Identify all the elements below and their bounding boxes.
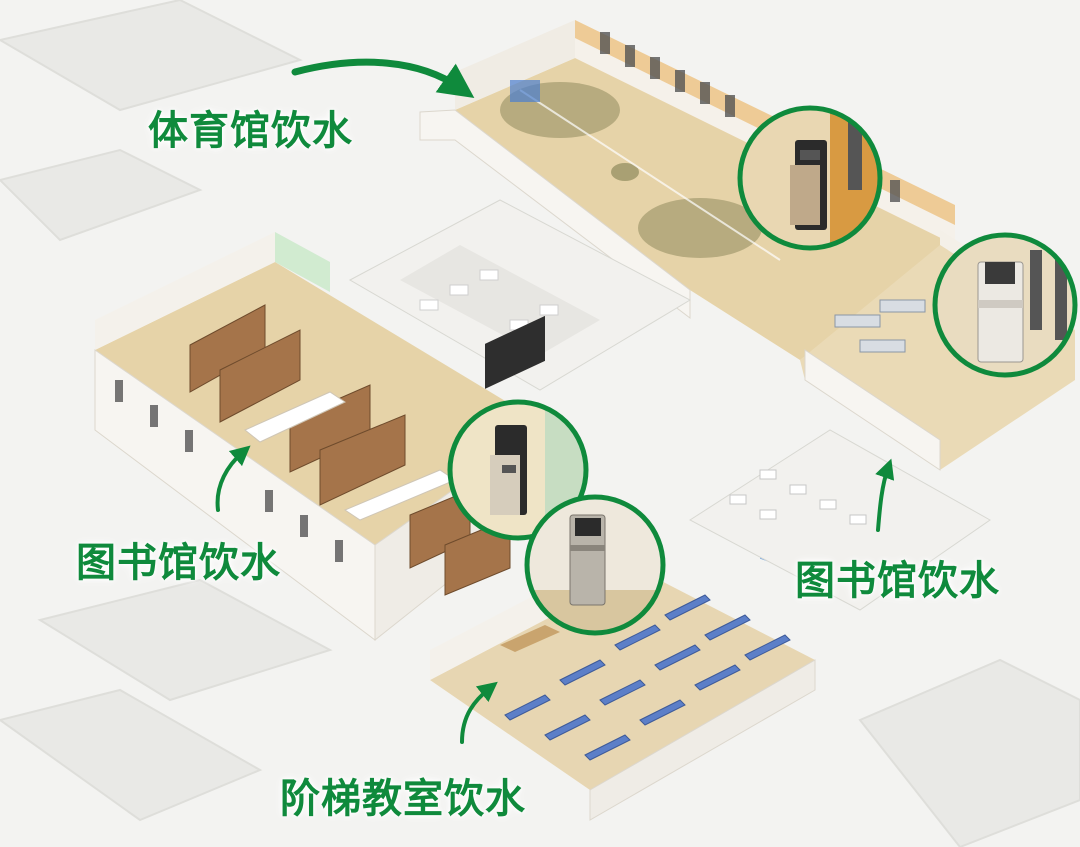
library-back-wall bbox=[95, 232, 275, 350]
library-water-label-left: 图书馆饮水 bbox=[76, 540, 281, 586]
lecture-dispenser-zoom bbox=[524, 494, 666, 636]
arrow-icon bbox=[215, 445, 251, 512]
water-dispenser-icon bbox=[490, 425, 527, 515]
lower-right-classroom bbox=[689, 429, 991, 611]
lecture-desks bbox=[504, 594, 791, 761]
library-windows bbox=[115, 380, 343, 562]
basketball-hoop bbox=[510, 80, 540, 102]
lecture-hall bbox=[430, 315, 816, 821]
water-dispenser-icon bbox=[569, 514, 606, 606]
blackboard bbox=[485, 315, 545, 389]
lecture-hall-water-label: 阶梯教室饮水 bbox=[280, 776, 526, 822]
office-dispenser-zoom bbox=[932, 232, 1078, 378]
court-center-circle bbox=[611, 163, 639, 181]
library-building bbox=[94, 232, 546, 642]
gym-windows bbox=[600, 32, 900, 202]
arrow-icon bbox=[291, 58, 475, 99]
arrow-icon bbox=[875, 458, 895, 532]
lecture-floor bbox=[430, 570, 815, 790]
water-dispenser-icon bbox=[977, 261, 1024, 363]
gym-back-wall bbox=[455, 20, 575, 110]
arrow-icon bbox=[460, 681, 498, 744]
water-dispenser-icon bbox=[790, 140, 827, 230]
gym-dispenser-zoom bbox=[737, 105, 883, 251]
court-arc-bottom bbox=[638, 198, 762, 258]
library-water-label-right: 图书馆饮水 bbox=[795, 558, 1000, 604]
library-dispenser-zoom bbox=[447, 399, 589, 541]
middle-classrooms bbox=[348, 199, 692, 391]
bookshelves bbox=[189, 304, 511, 596]
gym-water-label: 体育馆饮水 bbox=[148, 108, 353, 154]
callout-arrows bbox=[215, 58, 895, 744]
